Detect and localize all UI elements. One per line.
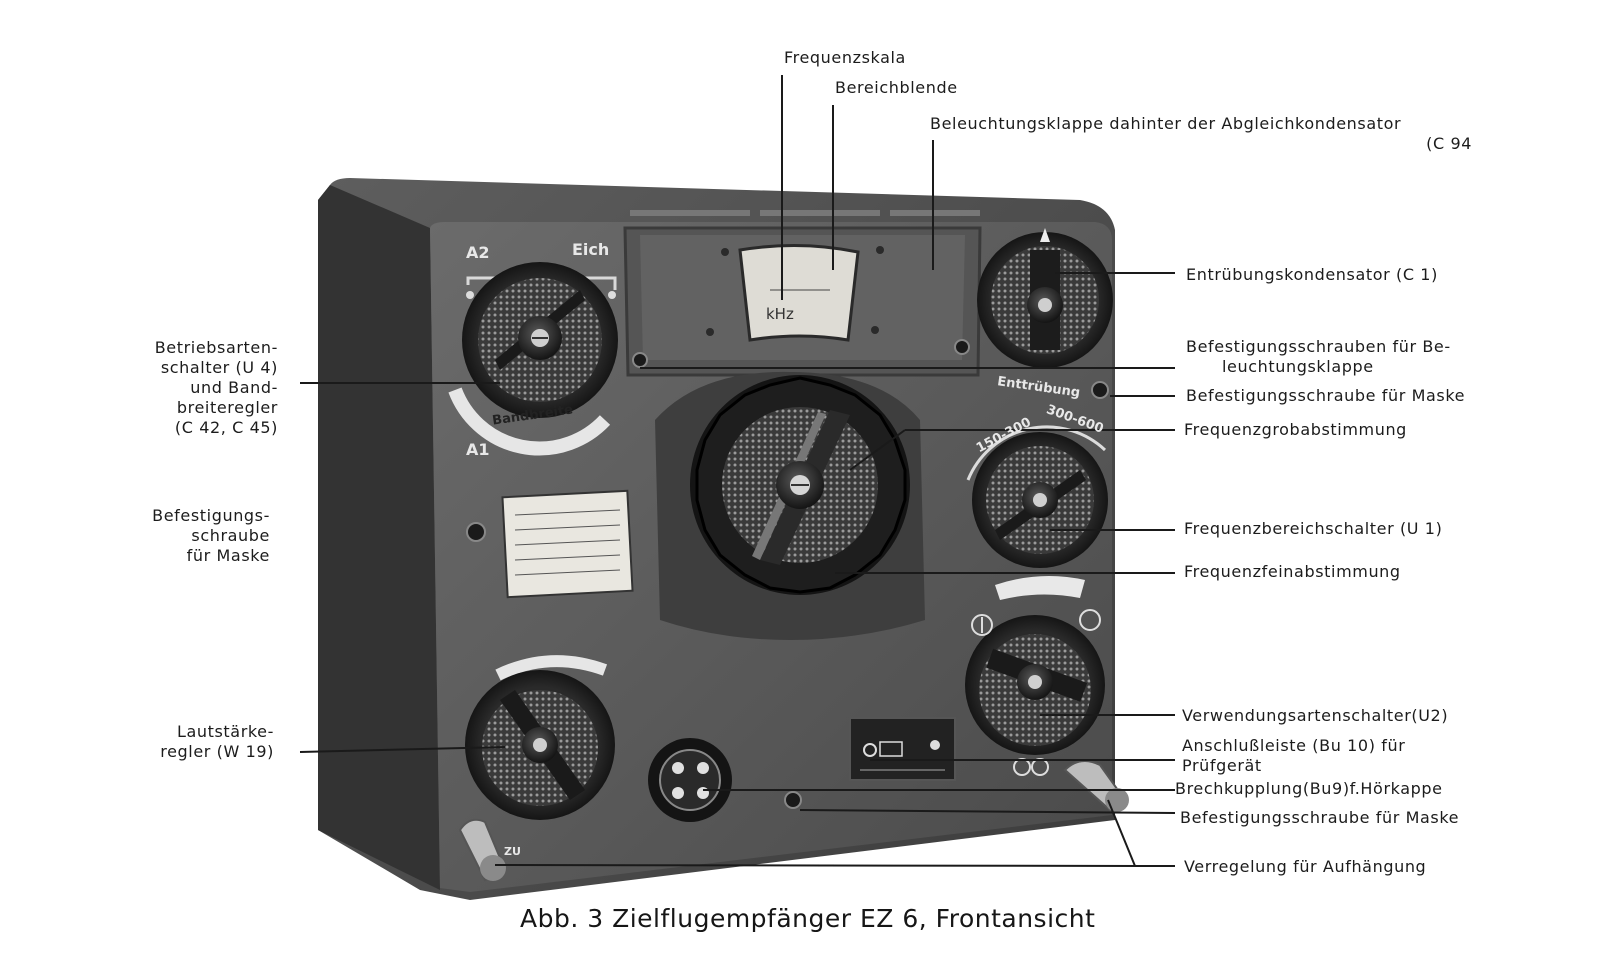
mark-eich: Eich — [572, 240, 610, 259]
volume-knob — [465, 655, 615, 820]
screw-icon — [632, 352, 648, 368]
screw-icon — [784, 791, 802, 809]
rating-plate — [501, 489, 634, 599]
connector-strip — [849, 717, 956, 781]
label-befestigungsschraube-links: Befestigungs- schraube für Maske — [152, 506, 270, 565]
range-switch-knob — [966, 425, 1108, 600]
label-befestigungsschraube-maske-2: Befestigungsschraube für Maske — [1180, 808, 1460, 827]
coarse-tuning-knob — [690, 375, 910, 595]
label-steckkupplung: Brechkupplung(Bu9)f.Hörkappe — [1175, 779, 1443, 798]
headphone-socket — [648, 738, 732, 822]
label-befestigungsschrauben-beleuchtungsklappe: Befestigungsschrauben für Be- leuchtungs… — [1186, 337, 1451, 376]
label-beleuchtungsklappe: Beleuchtungsklappe dahinter der Abgleich… — [930, 114, 1472, 153]
mark-a1: A1 — [466, 440, 490, 459]
mark-a2: A2 — [466, 243, 490, 262]
label-verwendungsartenschalter: Verwendungsartenschalter(U2) — [1182, 706, 1449, 725]
screw-icon — [1028, 675, 1042, 689]
screw-icon — [954, 339, 970, 355]
suspension-lock-left — [458, 818, 507, 882]
label-enttruebungskondensator: Entrübungskondensator (C 1) — [1186, 265, 1438, 284]
screw-icon — [466, 522, 486, 542]
label-lautstaerkeregler: Lautstärke- regler (W 19) — [160, 722, 274, 761]
label-anschlussleiste: Anschlußleiste (Bu 10) für Prüfgerät — [1182, 736, 1406, 775]
frequency-scale — [738, 243, 860, 342]
mark-khz: kHz — [766, 305, 794, 323]
label-frequenzbereichschalter: Frequenzbereichschalter (U 1) — [1184, 519, 1443, 538]
label-frequenzgrobabstimmung: Frequenzgrobabstimmung — [1184, 420, 1407, 439]
leader-lines — [299, 75, 1176, 867]
figure-caption: Abb. 3 Zielflugempfänger EZ 6, Frontansi… — [520, 904, 1096, 933]
screw-icon — [1091, 381, 1109, 399]
screw-icon — [1033, 493, 1047, 507]
case-side — [318, 185, 440, 890]
label-verregelung: Verregelung für Aufhängung — [1184, 857, 1427, 876]
label-befestigungsschraube-maske-1: Befestigungsschraube für Maske — [1186, 386, 1466, 405]
bandwidth-knob — [448, 262, 618, 456]
label-bereichblende: Bereichblende — [835, 78, 958, 97]
mode-switch-knob — [965, 609, 1105, 755]
screw-icon — [1038, 298, 1052, 312]
screw-icon — [533, 738, 547, 752]
mark-zu: ZU — [504, 845, 521, 858]
label-frequenzskala: Frequenzskala — [784, 48, 906, 67]
label-frequenzfeinabstimmung: Frequenzfeinabstimmung — [1184, 562, 1401, 581]
label-betriebsartenschalter: Betriebsarten- schalter (U 4) und Band- … — [154, 338, 278, 437]
